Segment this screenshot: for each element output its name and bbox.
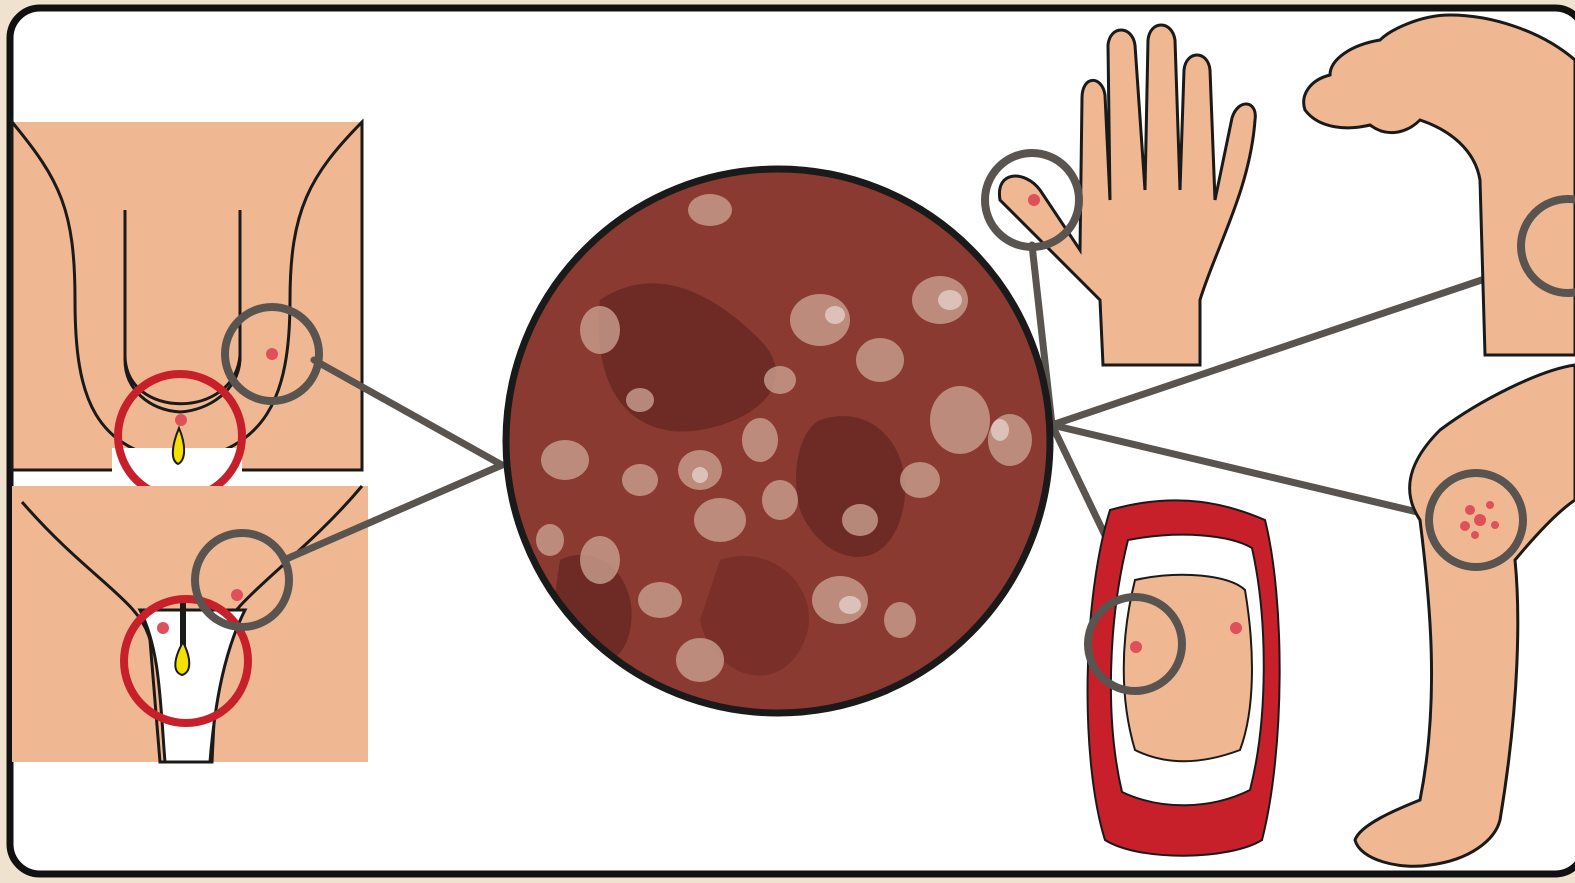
lesion-dot-icon: [1130, 641, 1142, 653]
mouth-inner: [1124, 575, 1252, 761]
mouth-panel: [1088, 500, 1280, 855]
lesion-dot-icon: [1230, 622, 1242, 634]
female-genitals-panel: [12, 486, 368, 762]
lesion-dot-icon: [175, 414, 187, 426]
lesion-dot-icon: [1028, 194, 1040, 206]
lesion-dot-icon: [266, 348, 278, 360]
male-genitals-panel: [12, 122, 362, 498]
lesion-dot-icon: [157, 622, 169, 634]
lesion-dot-icon: [231, 589, 243, 601]
